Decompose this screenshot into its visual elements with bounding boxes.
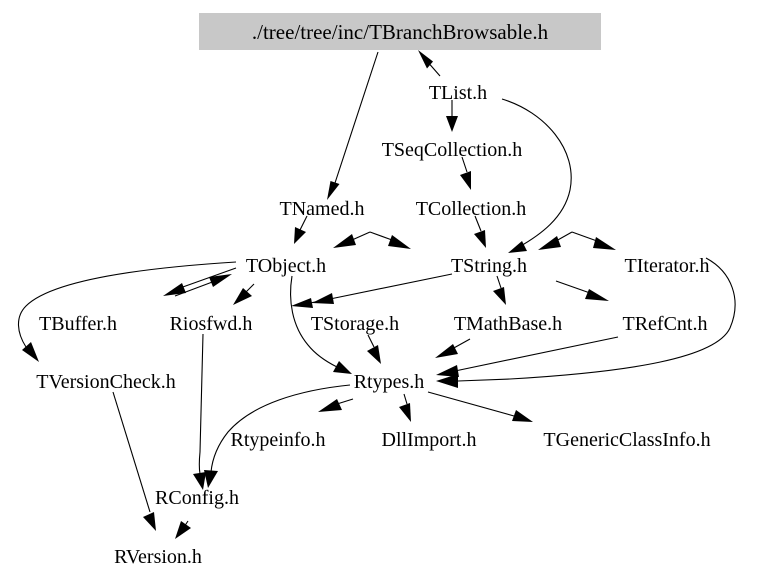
root-node-label: ./tree/tree/inc/TBranchBrowsable.h [252, 20, 549, 44]
edge-tobject-tbuffer-down [163, 267, 237, 296]
node-tbuffer[interactable]: TBuffer.h [39, 313, 117, 335]
node-tnamed[interactable]: TNamed.h [280, 198, 365, 220]
edge-root-to-tlist [418, 50, 441, 77]
edge-tstring-to-trefcnt [555, 280, 609, 301]
node-dllimport[interactable]: DllImport.h [382, 429, 477, 451]
edge-tnamed-split-right [369, 231, 411, 249]
node-trefcnt[interactable]: TRefCnt.h [623, 313, 708, 335]
node-rtypes[interactable]: Rtypes.h [354, 371, 425, 393]
node-tlist[interactable]: TList.h [429, 82, 487, 104]
edge-tstorage-to-tobject [291, 298, 331, 308]
edge-rtypes-to-tgenericclassinfo [427, 391, 533, 422]
edge-tcollection-to-tstring [474, 215, 486, 248]
edge-trefcnt-to-rtypes [436, 336, 619, 377]
node-tobject[interactable]: TObject.h [246, 255, 326, 277]
edge-titerator-to-rtypes [436, 257, 736, 388]
edge-tmathbase-to-rtypes [435, 338, 471, 358]
edge-root-to-tnamed [327, 51, 379, 200]
edge-tversioncheck-to-rversion [112, 391, 156, 531]
node-rversion[interactable]: RVersion.h [114, 546, 202, 568]
node-tstorage[interactable]: TStorage.h [311, 313, 399, 335]
edge-tstring-to-tstorage [312, 273, 453, 304]
edge-tstring-to-tmathbase [493, 275, 506, 305]
root-node-box [199, 13, 601, 50]
node-tmathbase[interactable]: TMathBase.h [454, 313, 562, 335]
edge-tnamed-split-left [333, 231, 371, 248]
edge-tcollection-split-left [538, 231, 573, 250]
edge-tstorage-to-rtypes [367, 334, 381, 364]
edge-tlist-to-tstring [501, 98, 572, 253]
edge-tcollection-to-titerator [571, 231, 616, 250]
edge-tobject-to-riosfwd [233, 283, 255, 305]
edge-tnamed-to-tobject [294, 215, 308, 244]
node-tcollection[interactable]: TCollection.h [416, 198, 527, 220]
node-tstring[interactable]: TString.h [451, 255, 527, 277]
edge-tlist-to-tseqcollection [446, 100, 458, 132]
root-node[interactable]: ./tree/tree/inc/TBranchBrowsable.h [199, 13, 601, 50]
node-titerator[interactable]: TIterator.h [625, 255, 710, 277]
edge-rtypes-to-rconfig [204, 384, 351, 488]
node-tgenericclassinfo[interactable]: TGenericClassInfo.h [543, 429, 710, 451]
edge-tbuffer-tobject-up [174, 274, 232, 297]
edge-tobject-to-rtypes [290, 275, 352, 374]
node-tversioncheck[interactable]: TVersionCheck.h [36, 371, 175, 393]
edge-layer [17, 50, 736, 539]
edge-rconfig-to-rversion [175, 520, 191, 539]
node-rtypeinfo[interactable]: Rtypeinfo.h [231, 429, 326, 451]
node-riosfwd[interactable]: Riosfwd.h [170, 313, 253, 335]
node-tseqcollection[interactable]: TSeqCollection.h [382, 139, 523, 161]
edge-riosfwd-to-rconfig [193, 333, 206, 490]
edge-tobject-to-tversioncheck [17, 261, 237, 362]
edge-rtypes-to-rtypeinfo [318, 398, 354, 412]
node-rconfig[interactable]: RConfig.h [155, 487, 239, 509]
edge-rtypes-to-dllimport [399, 393, 411, 422]
edge-tseqcollection-to-tcollection [460, 156, 471, 190]
